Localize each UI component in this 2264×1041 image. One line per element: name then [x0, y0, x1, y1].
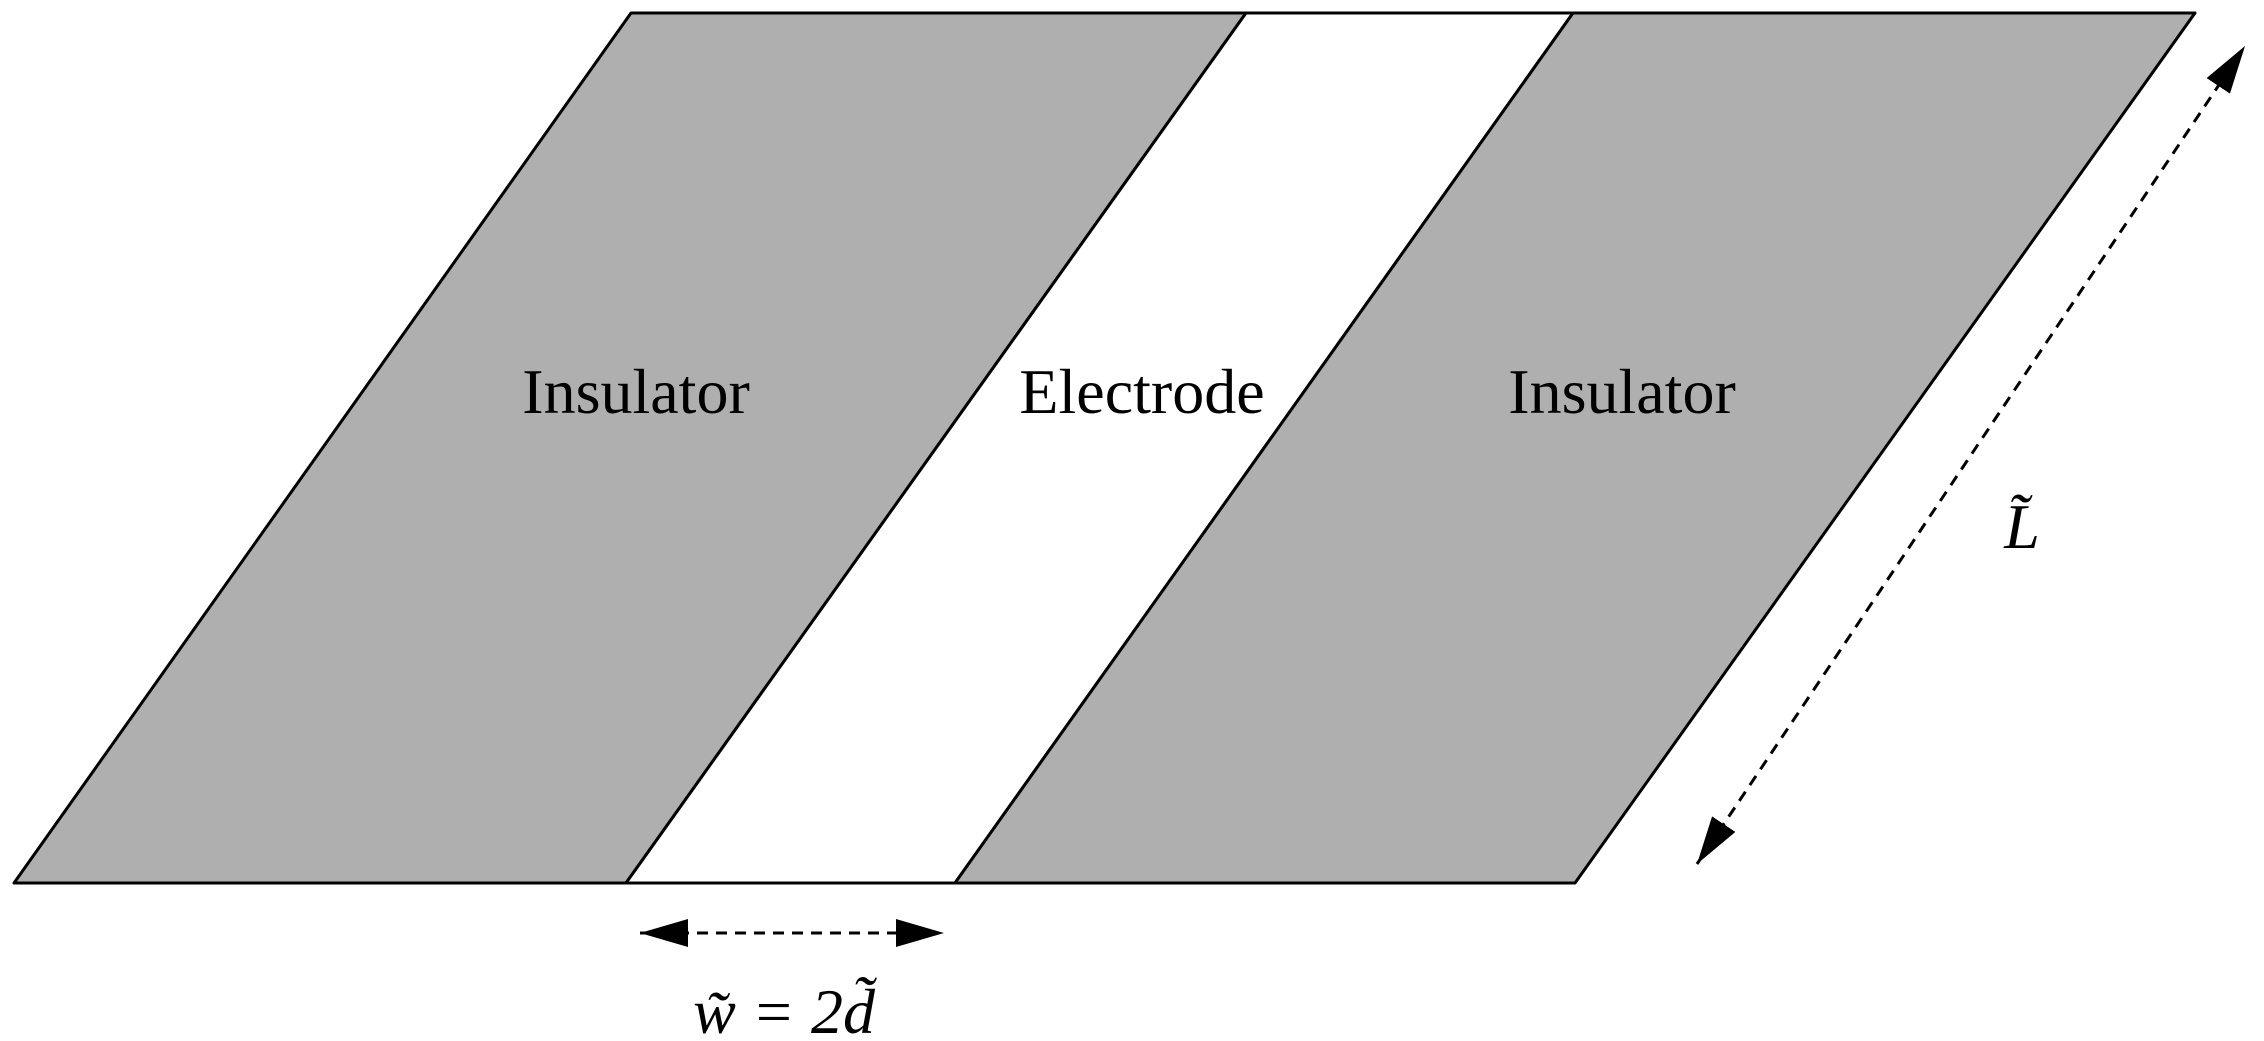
left-insulator-label: Insulator — [522, 356, 750, 427]
length-dimension-arrow — [1695, 45, 2247, 865]
width-label: w̃ = 2d̃ — [693, 976, 878, 1041]
electrode-label: Electrode — [1019, 356, 1264, 427]
length-label: L̃ — [2003, 491, 2040, 562]
right-insulator-label: Insulator — [1508, 356, 1736, 427]
